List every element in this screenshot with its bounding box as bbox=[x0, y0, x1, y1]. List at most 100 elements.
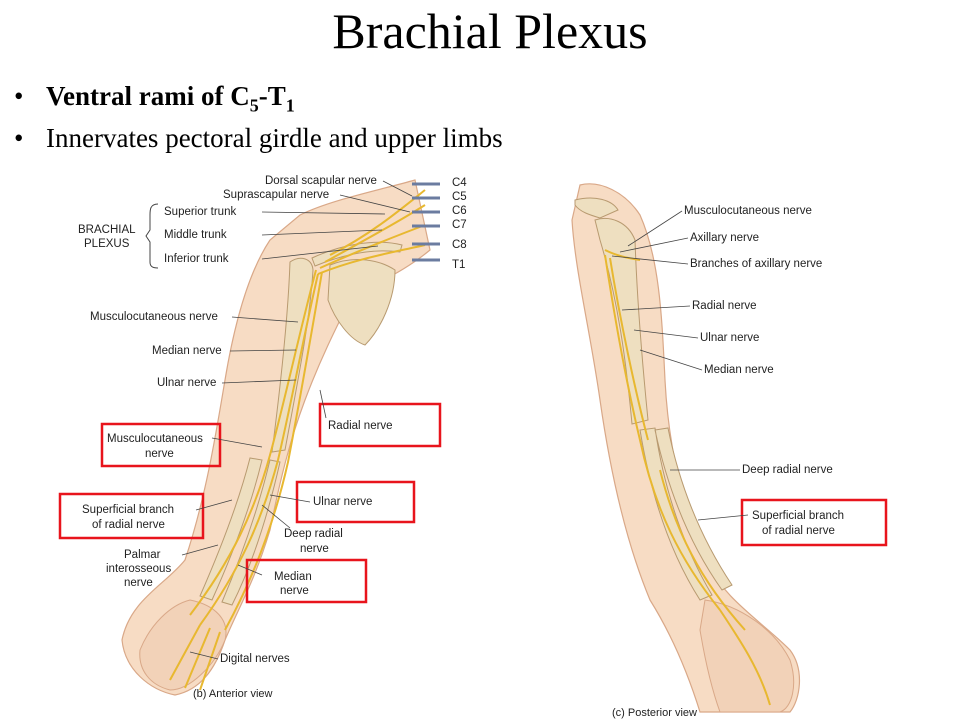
label-superior-trunk: Superior trunk bbox=[164, 206, 236, 218]
posterior-nerves bbox=[604, 249, 771, 706]
label-middle-trunk: Middle trunk bbox=[164, 229, 227, 241]
leader-post-musculocutaneous bbox=[627, 210, 683, 247]
label-dorsal-scapular: Dorsal scapular nerve bbox=[265, 175, 377, 187]
label-brachial-plexus-1: BRACHIAL bbox=[78, 224, 136, 236]
label-post-radial: Radial nerve bbox=[692, 300, 757, 312]
posterior-radial-nerve-line bbox=[604, 254, 721, 611]
bullet-list: • Ventral rami of C5-T1 • Innervates pec… bbox=[8, 78, 503, 162]
leader-box-superficial bbox=[195, 499, 233, 511]
anterior-digital-nerves-line bbox=[169, 624, 221, 691]
bullet-text-1: Ventral rami of C5-T1 bbox=[46, 81, 295, 116]
box-superficial-2: of radial nerve bbox=[92, 519, 165, 531]
posterior-shoulder-bone bbox=[574, 197, 619, 219]
label-ulnar: Ulnar nerve bbox=[157, 377, 216, 389]
plexus-bracket bbox=[145, 203, 159, 269]
leader-post-axillary bbox=[619, 237, 689, 253]
label-digital: Digital nerves bbox=[220, 653, 290, 665]
slide-title: Brachial Plexus bbox=[332, 3, 648, 59]
anterior-boxed-labels: Radial nerve Musculocutaneous nerve Supe… bbox=[58, 389, 442, 604]
bullet-item-1: • Ventral rami of C5-T1 bbox=[8, 78, 503, 120]
anterior-labels: Dorsal scapular nerve Suprascapular nerv… bbox=[78, 175, 467, 700]
posterior-ulnar-nerve-line bbox=[609, 257, 649, 441]
leader-musculocutaneous bbox=[231, 316, 299, 323]
label-post-deep-radial: Deep radial nerve bbox=[742, 464, 833, 476]
bullet-dot-icon: • bbox=[14, 123, 24, 153]
label-root-c4: C4 bbox=[452, 177, 467, 189]
leader-box-median bbox=[237, 564, 263, 576]
leader-post-superficial bbox=[697, 514, 749, 521]
leader-digital bbox=[189, 651, 219, 660]
label-post-ulnar: Ulnar nerve bbox=[700, 332, 759, 344]
anterior-nerves bbox=[169, 189, 426, 691]
anterior-plexus-nerve-2 bbox=[324, 204, 426, 263]
label-root-c7: C7 bbox=[452, 219, 467, 231]
anterior-scapula-bone bbox=[327, 259, 396, 346]
posterior-labels: Musculocutaneous nerve Axillary nerve Br… bbox=[611, 205, 888, 719]
label-root-c8: C8 bbox=[452, 239, 467, 251]
label-musculocutaneous: Musculocutaneous nerve bbox=[90, 311, 218, 323]
anterior-hand bbox=[139, 599, 227, 691]
box-musculocutaneous-2: nerve bbox=[145, 448, 174, 460]
label-palmar-3: nerve bbox=[124, 577, 153, 589]
leader-superior-trunk bbox=[261, 211, 386, 215]
leader-palmar bbox=[181, 544, 219, 556]
caption-anterior: (b) Anterior view bbox=[193, 688, 273, 700]
anterior-clavicle-bone bbox=[311, 241, 403, 267]
box-musculocutaneous-1: Musculocutaneous bbox=[107, 433, 203, 445]
label-root-t1: T1 bbox=[452, 259, 465, 271]
leader-post-branches-axillary bbox=[611, 255, 689, 265]
box-median-nerve bbox=[245, 558, 368, 604]
leader-suprascapular bbox=[339, 194, 411, 213]
label-palmar-2: interosseous bbox=[106, 563, 171, 575]
leader-post-ulnar bbox=[633, 329, 699, 339]
label-post-branches-axillary: Branches of axillary nerve bbox=[690, 258, 822, 270]
leader-box-radial bbox=[319, 389, 327, 419]
box-post-superficial-1: Superficial branch bbox=[752, 510, 844, 522]
anterior-arm-illustration bbox=[121, 179, 440, 696]
label-root-c6: C6 bbox=[452, 205, 467, 217]
caption-posterior: (c) Posterior view bbox=[612, 707, 697, 719]
leader-deep-radial bbox=[261, 504, 291, 529]
label-inferior-trunk: Inferior trunk bbox=[164, 253, 229, 265]
anterior-plexus-nerve-3 bbox=[319, 224, 426, 269]
anterior-forearm-bones bbox=[199, 457, 281, 606]
posterior-hand bbox=[699, 599, 795, 713]
box-median-2: nerve bbox=[280, 585, 309, 597]
leader-middle-trunk bbox=[261, 229, 383, 236]
anterior-radial-nerve-line bbox=[189, 269, 317, 616]
leader-inferior-trunk bbox=[261, 245, 379, 260]
label-palmar-1: Palmar bbox=[124, 549, 161, 561]
box-radial-nerve bbox=[318, 402, 442, 448]
label-suprascapular: Suprascapular nerve bbox=[223, 189, 329, 201]
leader-dorsal-scapular bbox=[382, 180, 413, 197]
label-post-musculocutaneous: Musculocutaneous nerve bbox=[684, 205, 812, 217]
leader-post-radial bbox=[621, 305, 691, 311]
leader-ulnar bbox=[221, 379, 297, 384]
anterior-ulnar-nerve-line bbox=[224, 271, 323, 631]
leader-box-musculocutaneous bbox=[211, 437, 263, 448]
box-ulnar-nerve bbox=[295, 480, 416, 524]
posterior-axillary-nerve-line bbox=[604, 249, 641, 261]
bullet-text-2: Innervates pectoral girdle and upper lim… bbox=[46, 123, 503, 153]
leader-median bbox=[229, 349, 297, 352]
label-post-median: Median nerve bbox=[704, 364, 774, 376]
label-deep-radial-2: nerve bbox=[300, 543, 329, 555]
label-post-axillary: Axillary nerve bbox=[690, 232, 759, 244]
box-superficial-1: Superficial branch bbox=[82, 504, 174, 516]
posterior-arm-illustration bbox=[571, 183, 801, 713]
leader-post-median bbox=[639, 349, 703, 371]
box-post-superficial-2: of radial nerve bbox=[762, 525, 835, 537]
bullet-dot-icon: • bbox=[14, 81, 24, 111]
box-ulnar-text: Ulnar nerve bbox=[313, 496, 372, 508]
box-median-1: Median bbox=[274, 571, 312, 583]
label-root-c5: C5 bbox=[452, 191, 467, 203]
label-median: Median nerve bbox=[152, 345, 222, 357]
label-deep-radial-1: Deep radial bbox=[284, 528, 343, 540]
box-musculocutaneous bbox=[100, 422, 222, 468]
box-post-superficial-radial bbox=[740, 498, 888, 547]
box-radial-text: Radial nerve bbox=[328, 420, 393, 432]
anterior-spinal-roots bbox=[412, 182, 440, 262]
posterior-superficial-radial-line bbox=[659, 469, 771, 706]
leader-box-ulnar bbox=[269, 494, 311, 503]
